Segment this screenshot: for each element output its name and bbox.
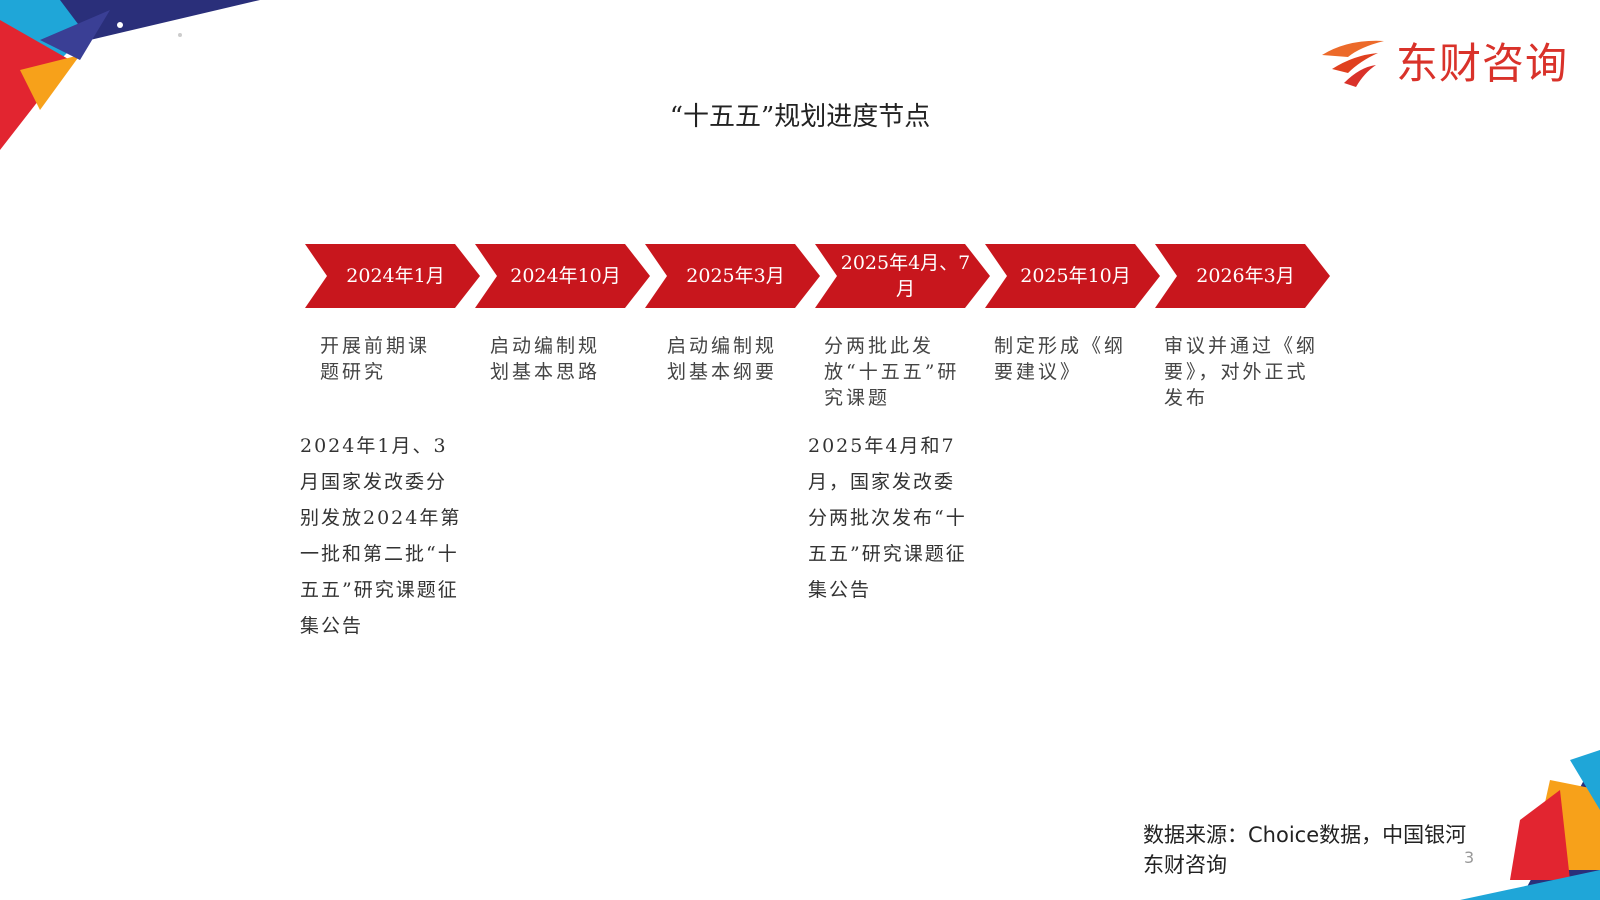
timeline-arrow: 2025年10月	[985, 244, 1160, 308]
timeline-date: 2024年10月	[510, 265, 621, 287]
decorative-corner-bottom-right	[1460, 750, 1600, 900]
milestone-description: 开展前期课题研究	[320, 335, 431, 383]
milestone-description: 审议并通过《纲要》，对外正式发布	[1164, 335, 1319, 409]
decorative-corner-top-left	[0, 0, 260, 150]
milestone-description: 分两批此发放“十五五”研究课题	[824, 335, 960, 409]
page-number: 3	[1464, 848, 1475, 867]
source-line: 数据来源：Choice数据，中国银河	[1143, 823, 1467, 847]
brand-logo: 东财咨询	[1318, 30, 1568, 91]
logo-swoosh-icon	[1321, 40, 1384, 87]
timeline-arrow: 2026年3月	[1155, 244, 1330, 308]
timeline-arrow: 2025年3月	[645, 244, 820, 308]
milestone-description: 启动编制规划基本思路	[490, 335, 601, 383]
timeline-date: 2025年10月	[1020, 265, 1131, 287]
timeline-date: 2025年3月	[686, 265, 785, 287]
timeline-arrow: 2024年10月	[475, 244, 650, 308]
milestone-description: 启动编制规划基本纲要	[667, 335, 778, 383]
milestone-description: 制定形成《纲要建议》	[994, 335, 1127, 383]
milestone-note: 2025年4月和7月，国家发改委分两批次发布“十五五”研究课题征集公告	[808, 435, 967, 601]
timeline-date: 2026年3月	[1196, 265, 1295, 287]
timeline-date: 2025年4月、7月	[840, 252, 971, 300]
timeline-arrow: 2025年4月、7月	[815, 244, 990, 308]
timeline-arrow: 2024年1月	[305, 244, 480, 308]
page-title: “十五五”规划进度节点	[669, 102, 931, 132]
source-line: 东财咨询	[1143, 853, 1227, 877]
data-source: 数据来源：Choice数据，中国银河 东财咨询	[1143, 820, 1523, 880]
timeline-date: 2024年1月	[346, 265, 445, 287]
milestone-note: 2024年1月、3月国家发改委分别发放2024年第一批和第二批“十五五”研究课题…	[300, 435, 462, 637]
logo-text: 东财咨询	[1395, 39, 1568, 88]
